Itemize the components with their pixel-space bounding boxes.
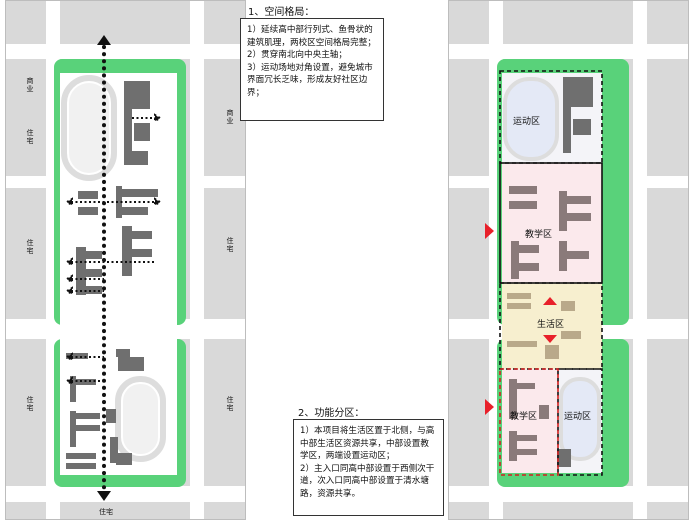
north-track bbox=[61, 75, 117, 181]
zone-label-teaching-top: 教学区 bbox=[525, 230, 553, 240]
zoning-point-1: 1）本项目将生活区置于北侧，与高中部生活区资源共享，中部设置教学区，两端设置运动… bbox=[300, 426, 435, 461]
zone-label-teaching-bottom: 教学区 bbox=[510, 412, 538, 422]
label-residential-right-bot: 住宅 bbox=[226, 396, 234, 412]
zone-outline-teaching-top bbox=[499, 162, 603, 284]
label-commercial-left: 商业 bbox=[26, 77, 34, 93]
functional-zoning-note: 1）本项目将生活区置于北侧，与高中部生活区资源共享，中部设置教学区，两端设置运动… bbox=[293, 419, 444, 516]
living-arrow-down bbox=[543, 335, 557, 343]
zoning-point-2: 2）主入口同高中部设置于西侧次干道，次入口同高中部设置于清水塘路，资源共享。 bbox=[300, 463, 435, 499]
secondary-entrance-arrow bbox=[485, 399, 494, 415]
right-plan-graphic bbox=[449, 1, 688, 519]
spatial-point-1: 1）延续高中部行列式、鱼骨状的建筑肌理，两校区空间格局完整； bbox=[247, 25, 376, 48]
label-residential-bottom: 住宅 bbox=[99, 508, 113, 516]
spatial-pattern-heading: 1、空间格局： bbox=[248, 7, 315, 18]
label-residential-left-top: 住宅 bbox=[26, 129, 34, 145]
zone-label-sports-top: 运动区 bbox=[513, 117, 541, 127]
label-residential-left-bot: 住宅 bbox=[26, 396, 34, 412]
left-plan-graphic bbox=[6, 1, 245, 519]
zone-label-sports-bottom: 运动区 bbox=[564, 412, 592, 422]
functional-zoning-heading: 2、功能分区： bbox=[298, 408, 365, 419]
label-commercial-right: 商业 bbox=[226, 109, 234, 125]
label-residential-right-mid: 住宅 bbox=[226, 237, 234, 253]
axis-arrow-south bbox=[97, 491, 111, 501]
spatial-point-2: 2）贯穿南北向中央主轴； bbox=[247, 50, 347, 60]
main-entrance-arrow bbox=[485, 223, 494, 239]
spatial-pattern-note: 1）延续高中部行列式、鱼骨状的建筑肌理，两校区空间格局完整； 2）贯穿南北向中央… bbox=[240, 18, 384, 121]
left-site-plan: 商业 住宅 住宅 住宅 商业 住宅 住宅 住宅 bbox=[5, 0, 246, 520]
living-arrow-up bbox=[543, 297, 557, 305]
zone-label-living: 生活区 bbox=[537, 320, 565, 330]
label-residential-left-mid: 住宅 bbox=[26, 239, 34, 255]
south-track bbox=[115, 376, 166, 462]
right-site-plan: 运动区 教学区 生活区 教学区 运动区 bbox=[448, 0, 689, 520]
axis-arrow-north bbox=[97, 35, 111, 45]
zone-outline-sports-bottom bbox=[557, 368, 603, 476]
spatial-point-3: 3）运动场地对角设置，避免城市界面冗长乏味，形成友好社区边界； bbox=[247, 62, 373, 98]
zone-outline-teaching-bottom bbox=[499, 368, 559, 476]
